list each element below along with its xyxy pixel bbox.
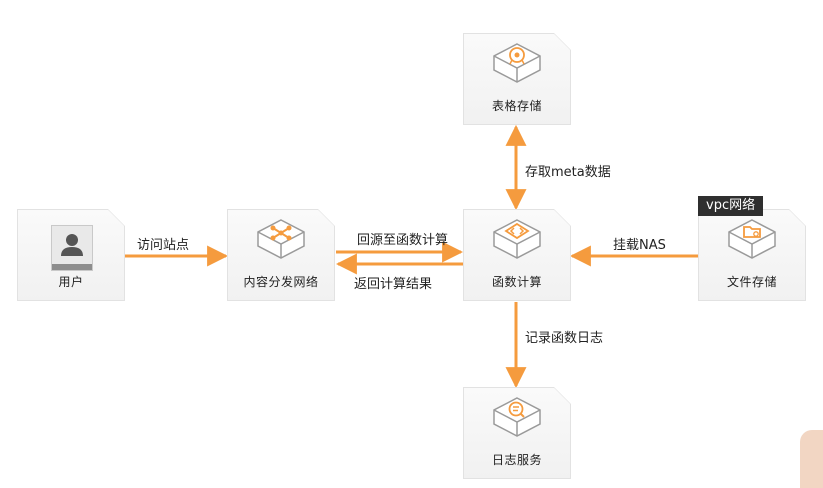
cdn-label: 内容分发网络 (243, 275, 319, 289)
edge-log-label: 记录函数日志 (525, 331, 604, 346)
nas-node[interactable]: 文件存储 (699, 210, 805, 300)
nas-label: 文件存储 (726, 275, 777, 289)
corner-decoration (800, 430, 823, 488)
folder-icon (728, 219, 776, 259)
cdn-node[interactable]: 内容分发网络 (228, 210, 334, 300)
network-hub-icon (257, 219, 305, 259)
ots-label: 表格存储 (491, 99, 542, 113)
fc-node[interactable]: 函数计算 (464, 210, 570, 300)
user-icon (51, 225, 93, 271)
table-store-icon (493, 43, 541, 83)
user-label: 用户 (58, 275, 84, 289)
edge-return-result-label: 返回计算结果 (354, 277, 433, 292)
fc-label: 函数计算 (491, 275, 542, 289)
sls-node[interactable]: 日志服务 (464, 388, 570, 478)
edge-visit-label: 访问站点 (137, 238, 190, 253)
code-icon (493, 219, 541, 259)
ots-node[interactable]: 表格存储 (464, 34, 570, 124)
vpc-tag: vpc网络 (698, 196, 764, 216)
edge-mount-label: 挂载NAS (613, 238, 666, 253)
log-search-icon (493, 397, 541, 437)
edge-meta-label: 存取meta数据 (525, 165, 611, 180)
sls-label: 日志服务 (491, 453, 542, 467)
edge-back-to-origin-label: 回源至函数计算 (357, 233, 449, 248)
